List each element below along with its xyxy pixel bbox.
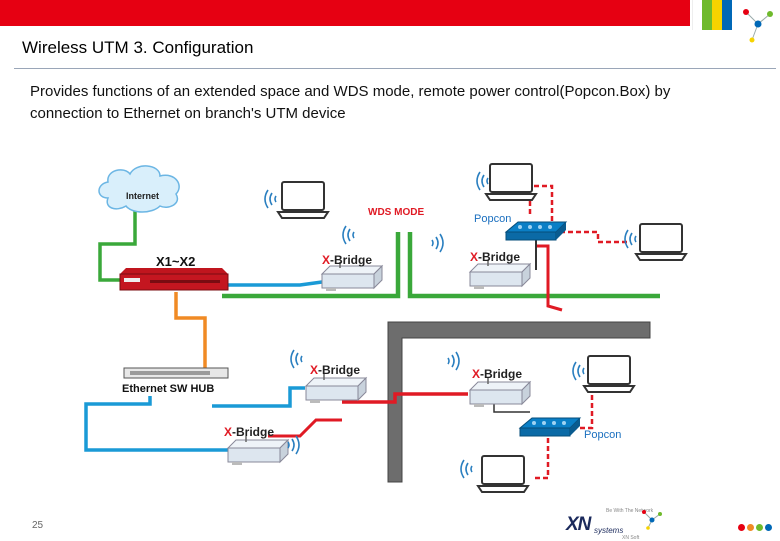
internet-link [98,206,137,282]
bridge-top-right [469,259,531,290]
dot-red [738,524,745,531]
bridge-label-2: X-Bridge [470,250,520,264]
red-line-popcon-top [536,244,563,312]
wds-wall-left [222,232,401,299]
laptop-icon [635,223,687,261]
title-divider [14,68,776,69]
wifi-signal-icon [476,171,489,191]
stripe-green [702,0,712,30]
header-bar [0,0,690,26]
red-line-bottom [268,418,342,438]
gray-wall [387,321,651,483]
laptop-icon [277,181,329,219]
wifi-signal-icon [447,351,460,371]
utm-to-hub-orange-line [174,292,207,374]
bridge-middle-right [469,377,531,408]
xn-systems-logo: Be With The Network XN systems XN Soft [566,508,666,541]
dot-green [756,524,763,531]
internet-cloud-icon: Internet [98,165,180,213]
internet-label: Internet [126,191,159,201]
bridge-label-4: X-Bridge [472,367,522,381]
footer-dots [738,518,774,536]
red-dashed-popcon-top-2 [560,230,630,244]
dot-orange [747,524,754,531]
wifi-signal-icon [264,189,277,209]
page-number: 25 [32,520,44,531]
popcon-top-label: Popcon [474,213,511,225]
network-diagram: Internet X1~X2 Ethernet SW HUB WDS MODE … [84,163,687,493]
utm-label: X1~X2 [156,254,195,269]
laptop-icon [477,455,529,493]
red-line-mid [342,392,468,404]
bridge-bottom [227,435,289,466]
bridge-label-1: X-Bridge [322,253,372,267]
wifi-signal-icon [624,229,637,249]
wifi-signal-icon [431,233,444,253]
description-text: Provides functions of an extended space … [30,83,671,122]
wifi-signal-icon [572,361,585,381]
bridge-label-5: X-Bridge [224,425,274,439]
bridge-label-3: X-Bridge [310,363,360,377]
hub-to-bottom-bridge-blue-line [84,396,230,452]
popcon-top-icon [505,221,567,241]
stripe-yellow [712,0,722,30]
red-dashed-popcon-bottom-2 [534,438,550,480]
bridge-middle [305,373,367,404]
stripe-white [692,0,703,30]
wds-mode-label: WDS MODE [368,207,424,218]
wifi-signal-icon [460,459,473,479]
utm-to-bridge-blue-line [220,280,323,287]
wifi-signal-icon [342,225,355,245]
hub-label: Ethernet SW HUB [122,383,214,395]
dot-blue [765,524,772,531]
stripe-blue [722,0,732,30]
wifi-signal-icon [287,435,300,455]
wifi-signal-icon [290,349,303,369]
ethernet-hub-icon: Ethernet SW HUB [122,367,229,395]
logo-node-icon [642,510,662,530]
popcon-bottom-icon [519,417,581,437]
laptop-icon [583,355,635,393]
network-node-icon [743,9,773,43]
page-title: Wireless UTM 3. Configuration [22,38,254,57]
utm-device-icon: X1~X2 [119,254,229,291]
hub-to-bridge-blue-line [212,386,305,408]
laptop-icon [485,163,537,201]
popcon-bottom-label: Popcon [584,429,621,441]
wds-wall-right [407,232,660,299]
